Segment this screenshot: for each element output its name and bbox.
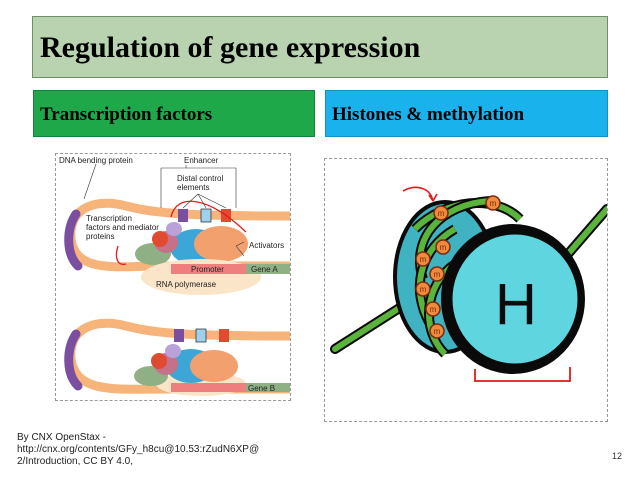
rna-polymerase-label: RNA polymerase: [156, 280, 217, 289]
promoter-label: Promoter: [191, 265, 224, 274]
page-number: 12: [612, 451, 623, 461]
histone-front-face: [449, 231, 581, 367]
slide-title: Regulation of gene expression: [40, 31, 421, 64]
red-annotation-left: [115, 245, 127, 265]
promoter-bar: [171, 264, 246, 274]
distal-element-1: [178, 209, 188, 222]
distal-pointers: [182, 193, 227, 209]
methyl-group: [425, 301, 441, 317]
factor-red: [152, 231, 168, 247]
histone-methylation-drawing: H m m m m m m m m: [324, 158, 608, 422]
activators-pointers: [235, 241, 245, 257]
red-arrow-annotation: [402, 186, 438, 202]
distal-element-3-lower: [219, 329, 229, 342]
methyl-label: m: [434, 327, 441, 336]
methyl-group: [429, 323, 445, 339]
transcription-factor-diagram: DNA bending protein Enhancer Distal cont…: [55, 153, 291, 401]
methyl-group: [485, 195, 501, 211]
transcription-factors-label: Transcription factors and mediator prote…: [86, 214, 159, 241]
methyl-groups: [415, 195, 501, 339]
enhancer-label: Enhancer: [184, 156, 219, 165]
methyl-label: m: [490, 199, 497, 208]
gene-b-bar: [246, 383, 290, 392]
transcription-diagram-svg: [64, 163, 290, 396]
gene-b-label: Gene B: [248, 384, 276, 393]
gene-a-bar: [246, 264, 290, 274]
gene-a-label: Gene A: [251, 265, 278, 274]
transcription-factors-heading: Transcription factors: [40, 104, 213, 125]
factor-violet: [166, 222, 182, 236]
methyl-group: [433, 205, 449, 221]
transcription-factors-heading-box: Transcription factors: [33, 90, 315, 137]
factor-violet-lower: [165, 344, 181, 358]
activators-label: Activators: [249, 241, 285, 250]
methyl-label: m: [438, 209, 445, 218]
histone-letter: H: [495, 272, 537, 337]
distal-element-1-lower: [174, 329, 184, 342]
methyl-group: [415, 251, 431, 267]
promoter-bar-lower: [171, 383, 246, 392]
title-banner: Regulation of gene expression: [32, 16, 608, 78]
activator-orange: [194, 226, 248, 262]
dna-bending-pointer: [83, 163, 97, 200]
methyl-group: [435, 239, 451, 255]
dna-bending-protein-lower: [64, 329, 83, 391]
histones-heading-box: Histones & methylation: [325, 90, 608, 137]
red-bracket-annotation: [474, 367, 571, 382]
distal-element-2: [200, 208, 212, 223]
methyl-labels: m m m m m m m m: [420, 199, 497, 336]
methyl-label: m: [434, 270, 441, 279]
distal-bracket: [160, 167, 237, 208]
methyl-group: [429, 266, 445, 282]
image-credit: By CNX OpenStax - http://cnx.org/content…: [17, 432, 260, 467]
methyl-label: m: [440, 243, 447, 252]
nucleosome-svg: H m m m m m m m m: [330, 186, 607, 382]
activator-orange-lower: [190, 350, 238, 382]
methyl-label: m: [420, 285, 427, 294]
distal-control-elements-label: Distal control elements: [177, 174, 224, 192]
histones-heading: Histones & methylation: [332, 104, 525, 125]
factor-red-lower: [151, 353, 167, 369]
dna-bending-protein-upper: [64, 209, 83, 271]
methyl-label: m: [430, 305, 437, 314]
dna-bending-protein-label: DNA bending protein: [59, 156, 133, 165]
methyl-label: m: [420, 255, 427, 264]
red-annotation-right: [170, 200, 247, 233]
methyl-group: [415, 281, 431, 297]
distal-element-2-lower: [195, 328, 207, 343]
